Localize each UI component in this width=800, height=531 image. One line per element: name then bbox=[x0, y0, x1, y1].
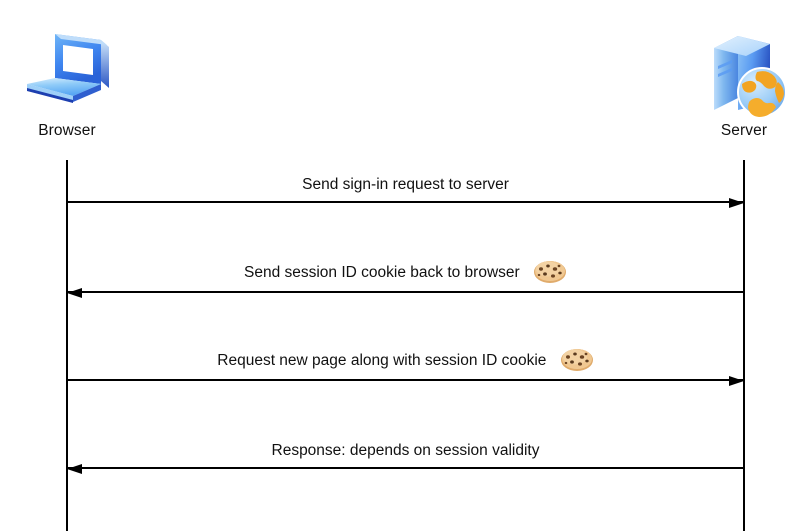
message-3-text: Request new page along with session ID c… bbox=[217, 352, 547, 369]
message-3-line bbox=[67, 379, 744, 381]
arrow-right-icon bbox=[729, 197, 744, 208]
message-1-line bbox=[67, 201, 744, 203]
arrow-right-icon bbox=[729, 375, 744, 386]
message-3-label: Request new page along with session ID c… bbox=[67, 349, 744, 373]
message-2: Send session ID cookie back to browser bbox=[67, 253, 744, 298]
lifeline-browser bbox=[66, 160, 68, 531]
message-4: Response: depends on session validity bbox=[67, 429, 744, 474]
actor-server: Server bbox=[664, 22, 800, 140]
message-4-line bbox=[67, 467, 744, 469]
message-3: Request new page along with session ID c… bbox=[67, 341, 744, 386]
actor-server-label: Server bbox=[720, 122, 768, 139]
message-1-text: Send sign-in request to server bbox=[302, 175, 509, 193]
cookie-icon bbox=[560, 349, 593, 371]
message-4-label: Response: depends on session validity bbox=[67, 441, 744, 461]
message-2-line bbox=[67, 291, 744, 293]
laptop-icon bbox=[27, 34, 109, 103]
message-2-text: Send session ID cookie back to browser bbox=[243, 264, 520, 281]
message-4-text: Response: depends on session validity bbox=[271, 441, 540, 459]
arrow-left-icon bbox=[67, 287, 82, 298]
message-1: Send sign-in request to server bbox=[67, 163, 744, 208]
cookie-icon bbox=[534, 261, 566, 283]
server-globe-icon bbox=[714, 36, 787, 117]
lifeline-server bbox=[743, 160, 745, 531]
actor-browser-label: Browser bbox=[38, 122, 96, 139]
message-1-label: Send sign-in request to server bbox=[67, 175, 744, 195]
message-2-label: Send session ID cookie back to browser bbox=[67, 261, 744, 285]
actor-browser: Browser bbox=[0, 22, 147, 140]
arrow-left-icon bbox=[67, 463, 82, 474]
